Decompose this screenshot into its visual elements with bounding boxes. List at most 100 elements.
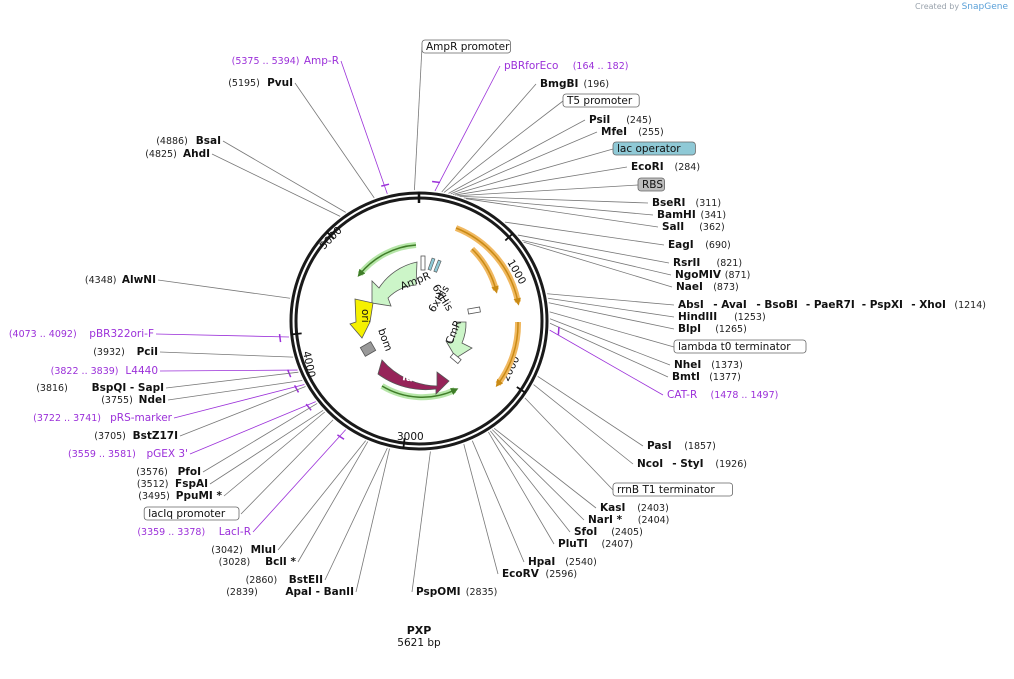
label-kasi[interactable]: KasI(2403): [600, 502, 669, 514]
site-name: BstZ17I: [133, 430, 178, 442]
label-apai-banii[interactable]: ApaI - BanII(2839): [226, 586, 354, 598]
primer-name: pBRforEco: [504, 60, 558, 72]
plasmid-name: PXP: [407, 624, 432, 637]
leader-line: [414, 46, 423, 191]
leader-line: [549, 318, 671, 366]
leader-line: [411, 451, 431, 593]
label-prs-marker[interactable]: pRS-marker(3722 .. 3741): [33, 412, 173, 424]
position-label: (821): [717, 258, 743, 269]
orf-arrow-d-core: [357, 244, 417, 277]
label-pasi[interactable]: PasI(1857): [647, 440, 716, 452]
label-ahdi[interactable]: AhdI(4825): [145, 148, 210, 160]
feature-box: [143, 506, 240, 521]
label-pbrforeco[interactable]: pBRforEco (164 .. 182): [504, 60, 628, 72]
ori-feature[interactable]: [349, 298, 374, 339]
label-pbr322ori-f[interactable]: pBR322ori-F(4073 .. 4092): [9, 328, 154, 340]
label-ngomiv[interactable]: NgoMIV(871): [675, 269, 750, 281]
cmr-feature[interactable]: [445, 321, 473, 359]
label-ppumi[interactable]: PpuMI *(3495): [138, 490, 222, 502]
label-hindiii[interactable]: HindIII(1253): [678, 311, 766, 323]
tick-label: 4000: [300, 350, 317, 379]
leader-line: [222, 140, 346, 213]
position-label: (3028): [219, 557, 251, 568]
label-laciq-promoter[interactable]: lacIq promoter: [143, 506, 240, 521]
orf-arrow-a-core: [455, 227, 521, 306]
leader-line: [211, 153, 341, 217]
site-name: AbsI: [678, 299, 704, 311]
site-name: EcoRI: [631, 161, 664, 173]
label-pfoi[interactable]: PfoI(3576): [136, 466, 201, 478]
label-ampr-promoter[interactable]: AmpR promoter: [421, 39, 511, 54]
label-lambda-t0-terminator[interactable]: lambda t0 terminator: [673, 339, 807, 354]
primer-mark: [336, 434, 345, 440]
label-bamhi[interactable]: BamHI(341): [657, 209, 726, 221]
label-amp-r[interactable]: Amp-R(5375 .. 5394): [232, 55, 339, 67]
site-name: NgoMIV: [675, 269, 722, 281]
label-t5-promoter[interactable]: T5 promoter: [562, 93, 640, 108]
label-absi-avai-bsobi-paer7i-pspxi-xhoi[interactable]: AbsI-AvaI-BsoBI-PaeR7I-PspXI-XhoI(1214): [678, 299, 986, 311]
label-bsai[interactable]: BsaI(4886): [156, 135, 221, 147]
label-rsrii[interactable]: RsrII(821): [673, 257, 742, 269]
label-cat-r[interactable]: CAT-R(1478 .. 1497): [667, 389, 778, 401]
label-mfei[interactable]: MfeI(255): [601, 126, 664, 138]
label-laci-r[interactable]: LacI-R(3359 .. 3378): [137, 526, 251, 538]
label-ndei[interactable]: NdeI(3755): [101, 394, 166, 406]
label-bmgbi[interactable]: BmgBI (196): [540, 78, 609, 90]
label-pcii[interactable]: PciI(3932): [93, 346, 158, 358]
label-l4440[interactable]: L4440(3822 .. 3839): [51, 365, 158, 377]
leader-line: [533, 384, 634, 465]
leader-line: [493, 427, 597, 509]
label-mlui[interactable]: MluI(3042): [211, 544, 276, 556]
label-bmti[interactable]: BmtI(1377): [672, 371, 741, 383]
leader-line: [452, 148, 614, 195]
feature-box-text: RBS: [642, 179, 663, 191]
label-pspomi[interactable]: PspOMI(2835): [416, 586, 497, 598]
leader-line: [548, 302, 675, 330]
label-blpi[interactable]: BlpI(1265): [678, 323, 747, 335]
label-rrnb-t1-terminator[interactable]: rrnB T1 terminator: [612, 482, 733, 497]
laci-label: lacI: [402, 371, 424, 386]
label-pvui[interactable]: PvuI(5195): [228, 77, 293, 89]
label-bseri[interactable]: BseRI(311): [652, 197, 721, 209]
leader-line: [549, 322, 669, 378]
label-ncoi-styi[interactable]: NcoI-StyI(1926): [637, 458, 747, 470]
site-name: NdeI: [139, 394, 166, 406]
label-sali[interactable]: SalI(362): [662, 221, 725, 233]
position-label: (5195): [228, 78, 260, 89]
label-hpai[interactable]: HpaI(2540): [528, 556, 597, 568]
label-alwni[interactable]: AlwNI(4348): [85, 274, 156, 286]
label-nari[interactable]: NarI *(2404): [588, 514, 669, 526]
site-name: StyI: [680, 458, 703, 470]
bom-feature[interactable]: [359, 341, 377, 357]
label-sfoi[interactable]: SfoI(2405): [574, 526, 643, 538]
position-label: (164 .. 182): [573, 61, 629, 72]
label-pluti[interactable]: PluTI(2407): [558, 538, 633, 550]
tick-label: 5000: [318, 225, 345, 253]
position-label: (196): [584, 79, 610, 90]
leader-line: [277, 440, 367, 551]
label-rbs[interactable]: RBS: [637, 177, 666, 192]
label-lac-operator[interactable]: lac operator: [612, 141, 696, 156]
ampr-feature[interactable]: [371, 261, 418, 307]
label-ecorv[interactable]: EcoRV(2596): [502, 568, 577, 580]
label-bcli[interactable]: BclI *(3028): [219, 556, 297, 568]
laci-feature[interactable]: [377, 359, 450, 395]
site-name: MluI: [251, 544, 276, 556]
position-label: (4073 .. 4092): [9, 329, 77, 340]
label-bspqi-sapi[interactable]: BspQI - SapI(3816): [36, 382, 164, 394]
label-bstz17i[interactable]: BstZ17I(3705): [94, 430, 178, 442]
site-name: PasI: [647, 440, 672, 452]
label-separator: -: [911, 299, 915, 311]
label-fspai[interactable]: FspAI(3512): [137, 478, 208, 490]
label-bsteii[interactable]: BstEII(2860): [246, 574, 323, 586]
label-pgex-3[interactable]: pGEX 3'(3559 .. 3581): [68, 448, 188, 460]
site-name: NarI *: [588, 514, 623, 526]
primer-name: CAT-R: [667, 389, 697, 401]
label-psii[interactable]: PsiI(245): [589, 114, 652, 126]
leader-line: [297, 441, 369, 563]
label-nhei[interactable]: NheI(1373): [674, 359, 743, 371]
label-naei[interactable]: NaeI(873): [676, 281, 739, 293]
label-ecori[interactable]: EcoRI(284): [631, 161, 700, 173]
site-name: BmgBI: [540, 78, 578, 90]
label-eagi[interactable]: EagI(690): [668, 239, 731, 251]
